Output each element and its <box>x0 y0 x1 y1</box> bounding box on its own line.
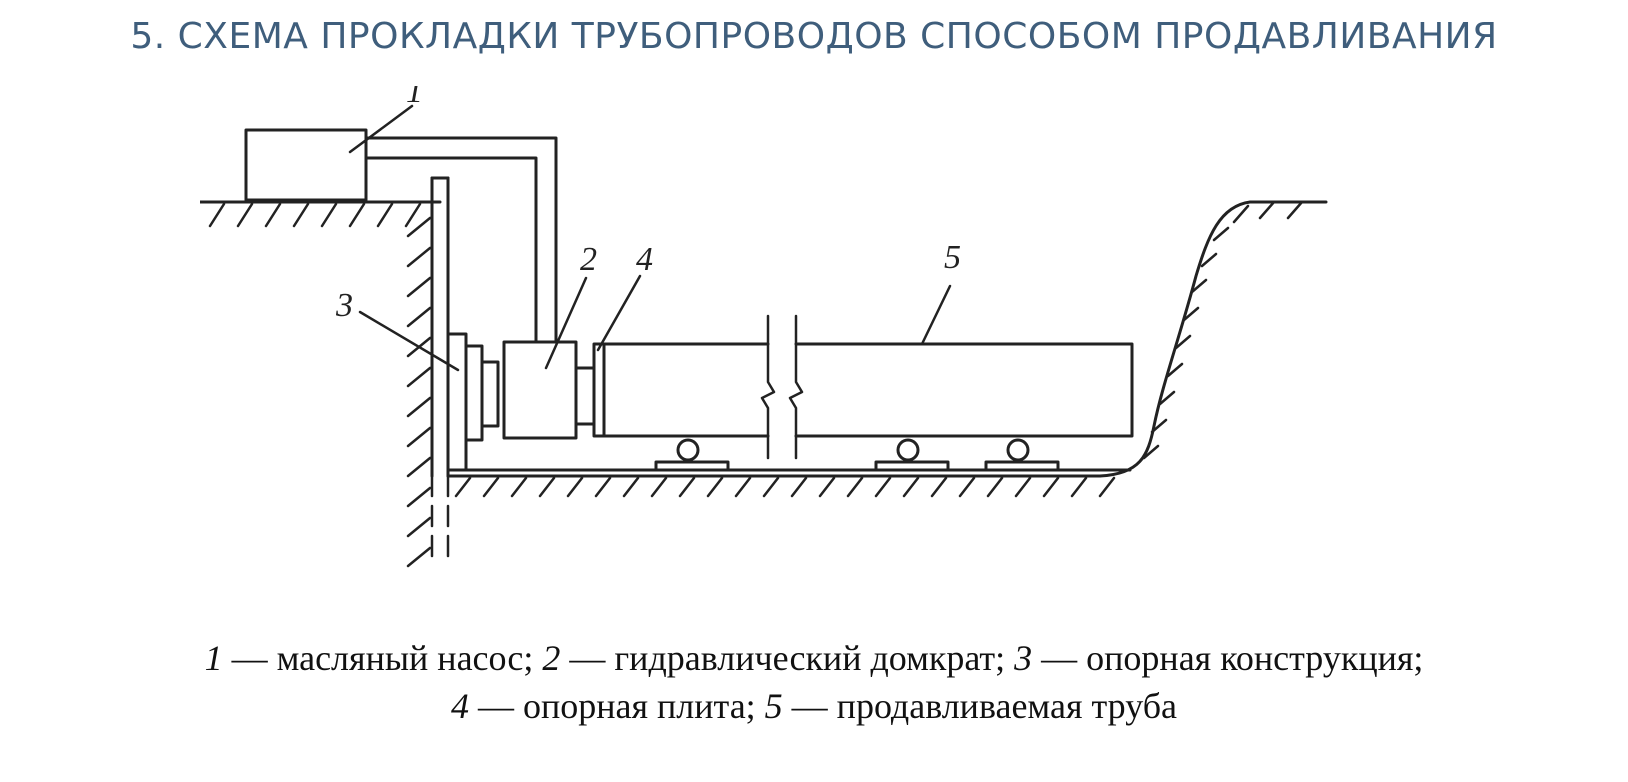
support-structure <box>446 332 468 472</box>
rollers <box>654 438 1060 472</box>
caption-num: 1 <box>204 638 223 678</box>
label-1: 1 <box>406 86 423 110</box>
hydraulic-hoses <box>364 136 558 344</box>
caption-num: 3 <box>1014 638 1033 678</box>
plate-rod <box>574 366 596 426</box>
hydraulic-jack <box>502 340 578 440</box>
caption-text: — масляный насос; <box>222 638 543 678</box>
pushed-pipe <box>602 314 1134 460</box>
caption-line-2: 4 — опорная плита; 5 — продавливаемая тр… <box>0 682 1628 730</box>
jack-rods <box>464 344 500 442</box>
caption-text: — опорная плита; <box>468 686 765 726</box>
label-2: 2 <box>580 241 597 278</box>
caption-num: 5 <box>764 686 783 726</box>
caption-text: — гидравлический домкрат; <box>560 638 1015 678</box>
figure-caption: 1 — масляный насос; 2 — гидравлический д… <box>0 634 1628 730</box>
label-3: 3 <box>335 287 353 324</box>
caption-text: — опорная конструкция; <box>1032 638 1424 678</box>
trench-slope-right <box>1098 200 1328 478</box>
label-5: 5 <box>944 239 961 276</box>
oil-pump <box>244 128 368 202</box>
pit-wall <box>406 176 450 568</box>
page-title: 5. СХЕМА ПРОКЛАДКИ ТРУБОПРОВОДОВ СПОСОБО… <box>130 16 1498 57</box>
pit-floor <box>446 474 1116 498</box>
caption-num: 4 <box>450 686 469 726</box>
ground-surface-left <box>200 200 442 228</box>
caption-num: 2 <box>542 638 561 678</box>
caption-text: — продавливаемая труба <box>782 686 1178 726</box>
pipe-pushing-diagram: 1 2 4 3 5 <box>200 86 1328 568</box>
label-4: 4 <box>636 241 653 278</box>
caption-line-1: 1 — масляный насос; 2 — гидравлический д… <box>0 634 1628 682</box>
leader-lines <box>348 104 952 372</box>
